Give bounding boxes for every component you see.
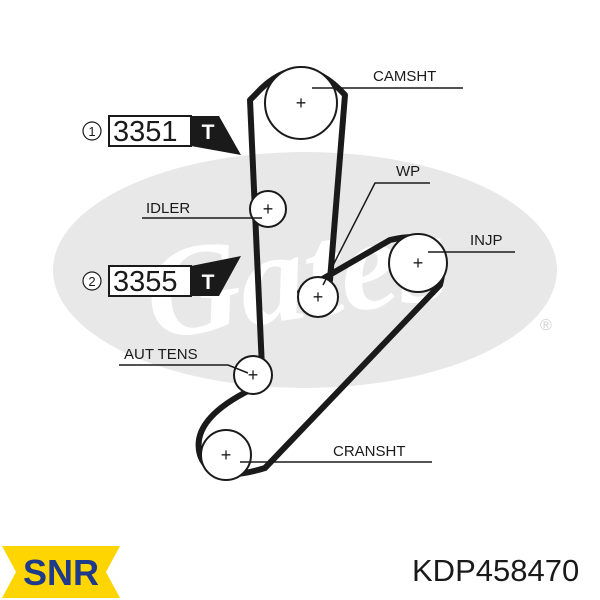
part-ref-1-index: 1 bbox=[88, 124, 95, 139]
part-ref-2: 2 3355 T bbox=[82, 256, 241, 298]
camshaft-label: CAMSHT bbox=[373, 68, 436, 85]
injection-pump-label: INJP bbox=[470, 232, 503, 249]
part-ref-2-index: 2 bbox=[88, 274, 95, 289]
camshaft-pulley bbox=[264, 66, 338, 140]
part-ref-1: 1 3351 T bbox=[82, 115, 241, 155]
injection-pump-pulley bbox=[388, 233, 448, 293]
auto-tensioner-label: AUT TENS bbox=[124, 346, 198, 363]
water-pump-leader bbox=[322, 182, 430, 286]
snr-logo-left-notch bbox=[2, 546, 16, 598]
auto-tensioner-center-marker: + bbox=[248, 365, 259, 385]
part-ref-2-number: 3355 bbox=[113, 266, 178, 298]
injection-pump-center-marker: + bbox=[413, 253, 424, 273]
part-ref-1-index-circle bbox=[82, 121, 102, 141]
part-ref-1-number: 3351 bbox=[113, 116, 178, 148]
part-ref-1-badge bbox=[195, 118, 221, 144]
part-ref-2-badge bbox=[195, 268, 221, 294]
water-pump-pulley bbox=[297, 276, 339, 318]
part-code: KDP458470 bbox=[412, 553, 580, 588]
part-ref-2-index-circle bbox=[82, 271, 102, 291]
watermark-registered-mark: ® bbox=[540, 317, 552, 334]
auto-tensioner-pulley bbox=[233, 355, 273, 395]
snr-logo-wordmark: SNR bbox=[23, 552, 99, 593]
watermark-ellipse bbox=[53, 152, 557, 388]
part-ref-2-badge-letter: T bbox=[202, 271, 215, 294]
snr-logo-right-notch bbox=[106, 546, 120, 598]
water-pump-center-marker: + bbox=[313, 287, 324, 307]
idler-label: IDLER bbox=[146, 200, 190, 217]
part-ref-1-badge-letter: T bbox=[202, 121, 215, 144]
part-ref-2-box bbox=[108, 265, 192, 297]
crankshaft-center-marker: + bbox=[221, 445, 232, 465]
auto-tensioner-leader bbox=[119, 364, 249, 374]
water-pump-label: WP bbox=[396, 163, 420, 180]
crankshaft-pulley bbox=[200, 429, 252, 481]
crankshaft-label: CRANSHT bbox=[333, 443, 406, 460]
camshaft-center-marker: + bbox=[296, 93, 307, 113]
snr-logo-background bbox=[2, 546, 120, 598]
idler-center-marker: + bbox=[263, 199, 274, 219]
snr-logo: SNR bbox=[2, 546, 120, 598]
